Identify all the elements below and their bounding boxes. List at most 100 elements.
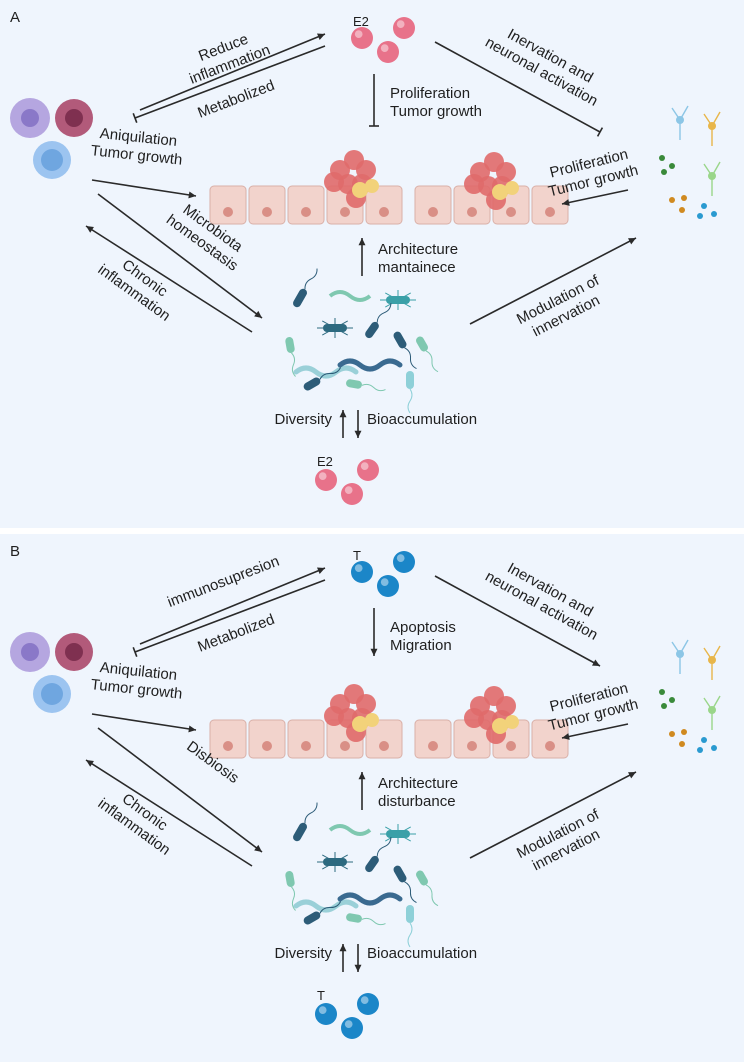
signal-dot — [711, 211, 717, 217]
tumor-icon — [464, 152, 519, 210]
hormone-molecule-icon — [357, 993, 379, 1015]
label-metabolized: Metabolized — [195, 611, 277, 656]
flagellate-bacterium-icon — [317, 852, 353, 872]
tumor-icon — [324, 150, 379, 208]
hormone-molecule-icon — [393, 551, 415, 573]
label-center-top-line: Tumor growth — [390, 103, 482, 120]
label-center-top-line: Migration — [390, 637, 452, 654]
label-center-mid-line: Architecture — [378, 241, 458, 258]
arrow-hormone-epithelium — [369, 74, 379, 127]
arrow-neurons-epithelium — [561, 723, 629, 740]
bacterium-icon — [303, 901, 342, 925]
hormone-molecule-icon — [377, 41, 399, 63]
flagellate-bacterium-icon — [317, 318, 353, 338]
microbiota-icon — [285, 802, 439, 948]
arrow-hormone-epithelium — [370, 608, 378, 656]
bacterium-icon — [365, 836, 392, 873]
microbiota-icon — [285, 268, 439, 414]
signal-dot — [701, 203, 707, 209]
immune-cells-icon — [10, 98, 93, 179]
flagellate-bacterium-icon — [380, 824, 416, 844]
arrow-microbiota-neurons — [469, 237, 637, 325]
bacterium-icon — [285, 871, 296, 911]
inhibit-arrow-immune — [132, 45, 326, 123]
spiral-bacterium-icon — [337, 358, 403, 372]
arrow-diversity — [339, 410, 347, 438]
signal-dot — [697, 747, 703, 753]
spiral-bacterium-icon — [337, 892, 403, 906]
bacterium-icon — [293, 268, 318, 308]
arrow-to-hormone — [139, 33, 326, 111]
arrow-immune-epithelium — [91, 713, 197, 733]
hormone-molecule-icon — [357, 459, 379, 481]
bacterium-icon — [303, 367, 342, 391]
hormone-label: T — [353, 548, 361, 563]
bacterium-icon — [406, 905, 414, 948]
signal-dot — [681, 729, 687, 735]
label-metabolized: Metabolized — [195, 77, 277, 122]
signal-dot — [697, 213, 703, 219]
hormone-molecule-icon — [393, 17, 415, 39]
label-center-mid-line: Architecture — [378, 775, 458, 792]
signal-dot — [661, 703, 667, 709]
arrow-to-hormone — [139, 567, 326, 645]
arrow-bioaccumulation — [354, 944, 362, 972]
arrow-microbiota-epithelium — [358, 238, 366, 276]
hormone-label: E2 — [353, 14, 369, 29]
hormone-molecule-icon — [315, 469, 337, 491]
bacterium-icon — [346, 379, 386, 392]
label-center-mid-line: mantainece — [378, 259, 456, 276]
arrow-microbiota-immune — [85, 759, 253, 867]
tumor-icon — [324, 684, 379, 742]
label-center-top-line: Proliferation — [390, 85, 470, 102]
immune-cells-icon — [10, 632, 93, 713]
neurons-icon — [671, 105, 721, 196]
label-diversity: Diversity — [274, 411, 332, 428]
arrow-microbiota-neurons — [469, 771, 637, 859]
panel-letter: B — [10, 543, 20, 560]
bacterium-icon — [406, 371, 414, 414]
signal-dot — [659, 689, 665, 695]
arrow-hormone-neurons — [434, 575, 601, 667]
inhibit-arrow-immune — [132, 579, 326, 657]
bacterium-icon — [393, 331, 417, 370]
bacterium-icon — [285, 337, 296, 377]
panel-letter: A — [10, 9, 20, 26]
flagellate-bacterium-icon — [380, 290, 416, 310]
label-diversity: Diversity — [274, 945, 332, 962]
bacterium-icon — [293, 802, 318, 842]
signal-dot — [661, 169, 667, 175]
hormone-bottom-label: T — [317, 988, 325, 1003]
label-bioaccumulation: Bioaccumulation — [367, 411, 477, 428]
signal-dot — [679, 741, 685, 747]
arrow-microbiota-immune — [85, 225, 253, 333]
signal-dot — [669, 697, 675, 703]
hormone-molecule-icon — [341, 1017, 363, 1039]
hormone-molecule-icon — [377, 575, 399, 597]
tumor-icon — [464, 686, 519, 744]
bacterium-icon — [416, 336, 439, 373]
hormone-molecule-icon — [341, 483, 363, 505]
arrow-bioaccumulation — [354, 410, 362, 438]
bacterium-icon — [365, 302, 392, 339]
bacterium-icon — [393, 865, 417, 904]
label-center-top-line: Apoptosis — [390, 619, 456, 636]
hormone-bottom-label: E2 — [317, 454, 333, 469]
signal-dot — [669, 197, 675, 203]
arrow-microbiota-epithelium — [358, 772, 366, 810]
arrow-immune-microbiota — [97, 727, 263, 853]
hormone-molecule-icon — [351, 561, 373, 583]
signal-dot — [669, 731, 675, 737]
